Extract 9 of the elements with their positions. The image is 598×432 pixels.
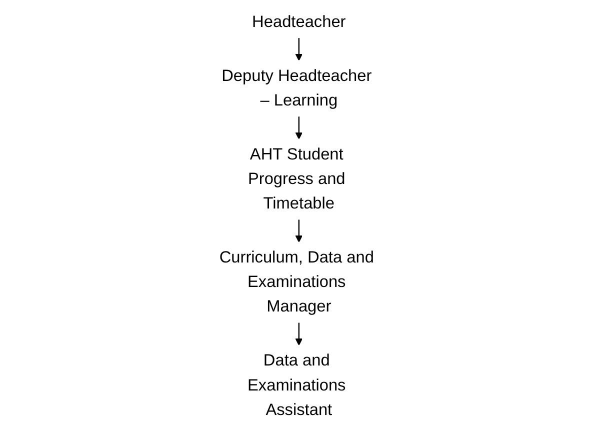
arrow (295, 38, 303, 61)
node-text: AHT Student Progress and Timetable (248, 146, 346, 213)
arrow (295, 219, 303, 242)
node-text: Data and Examinations Assistant (248, 352, 346, 419)
node-text: Headteacher (252, 13, 346, 32)
node-text: Deputy Headteacher – Learning (222, 67, 372, 110)
arrow (295, 116, 303, 140)
arrow (295, 322, 303, 346)
node-text: Curriculum, Data and Examinations Manager (219, 248, 374, 316)
